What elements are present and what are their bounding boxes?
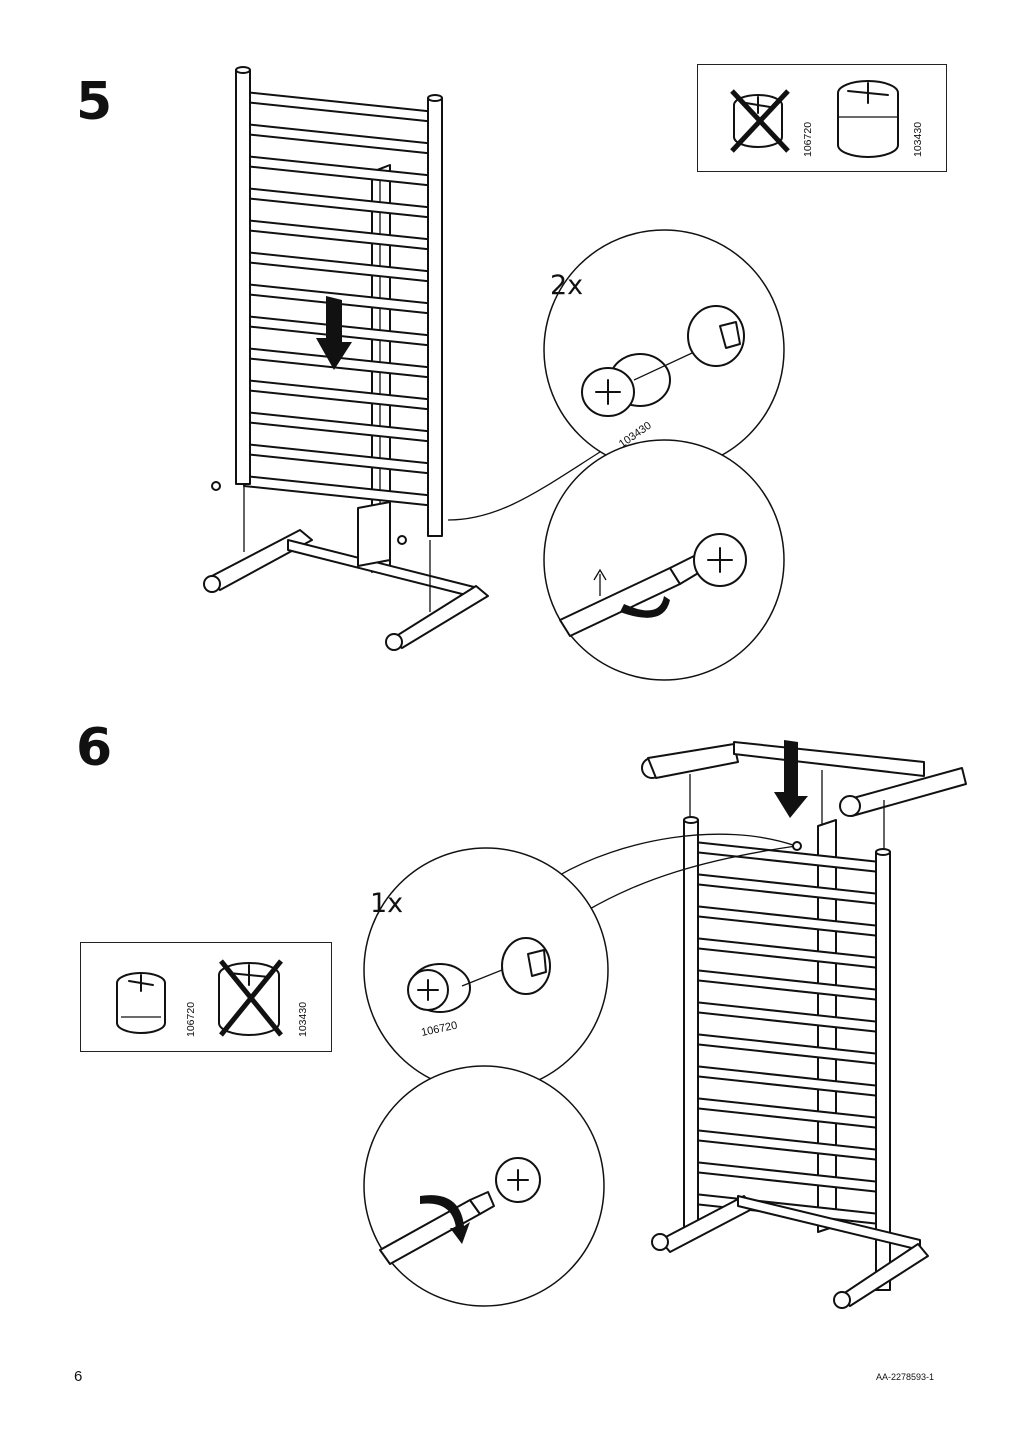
step-6-part-comparison-box: 106720 103430 [80,942,332,1052]
document-code: AA-2278593-1 [876,1372,935,1382]
step-5-callout-illustration: 103430 [543,229,785,681]
step-5-quantity: 2x [550,270,584,301]
step-5-ladder-illustration [203,66,601,651]
step-5-number: 5 [76,72,113,132]
step-6-number: 6 [76,718,113,778]
step-5-wrong-cam-lock-icon [730,80,899,158]
page-number: 6 [74,1368,83,1385]
step-6-quantity: 1x [370,888,404,919]
step-5-part-comparison-box: 106720 103430 [697,64,947,172]
step-6-wrong-cam-lock-icon [116,959,283,1037]
